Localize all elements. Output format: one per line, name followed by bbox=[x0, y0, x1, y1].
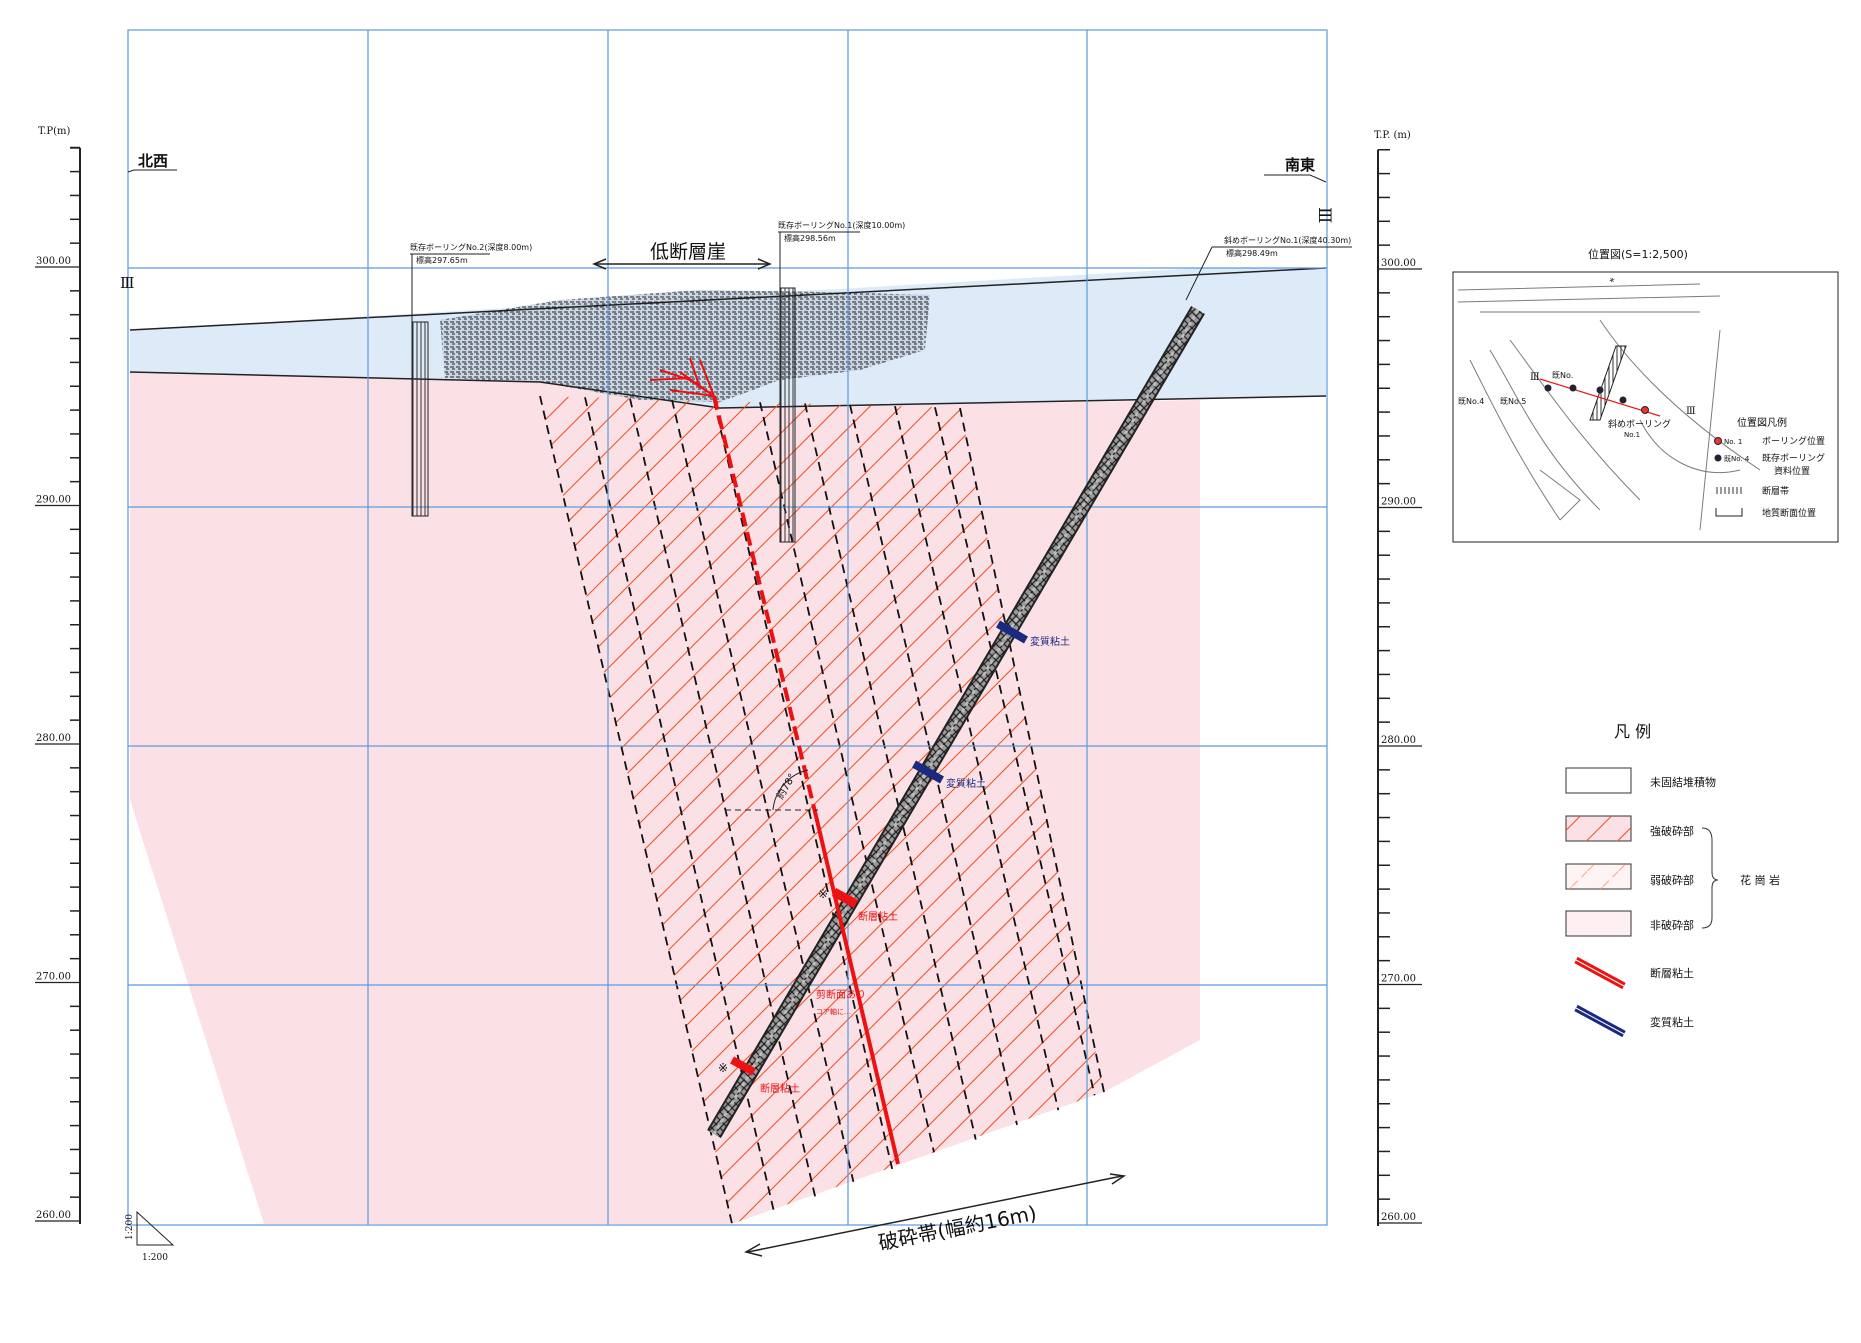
fracture-boundary-line bbox=[804, 403, 977, 1140]
fracture-zone-width-arrow bbox=[747, 1175, 1123, 1253]
svg-text:断層粘土: 断層粘土 bbox=[1650, 966, 1694, 980]
axis-tick-label: 260.00 bbox=[1381, 1212, 1416, 1223]
fault-clay-label: 断層粘土 bbox=[760, 1082, 800, 1095]
fracture-boundary-line bbox=[539, 395, 733, 1225]
fault-line-inferred bbox=[712, 395, 818, 817]
axis-tick-label: 290.00 bbox=[36, 495, 71, 506]
axis-right-unit: T.P. (m) bbox=[1374, 130, 1411, 141]
fracture-boundary-line bbox=[894, 405, 1060, 1111]
axis-tick-label: 280.00 bbox=[1381, 735, 1416, 746]
horizontal-scale: 1:200 bbox=[142, 1253, 168, 1263]
svg-text:標高298.56m: 標高298.56m bbox=[784, 233, 836, 243]
map-label-existing4: 既No.4 bbox=[1458, 397, 1484, 406]
svg-text:弱破砕部: 弱破砕部 bbox=[1650, 873, 1694, 887]
map-section-mark-b: Ⅲ bbox=[1686, 406, 1696, 417]
svg-text:既存ボーリングNo.2(深度8.00m): 既存ボーリングNo.2(深度8.00m) bbox=[410, 242, 532, 252]
asterisk-mark: ※ bbox=[718, 1061, 728, 1075]
inclined-boring-label: 斜めボーリングNo.1(深度40.30m) 標高298.49m bbox=[1185, 235, 1352, 301]
svg-text:既存ボーリング: 既存ボーリング bbox=[1762, 452, 1825, 464]
shear-plane-label: 剪断面あり bbox=[816, 988, 866, 1001]
svg-text:斜めボーリングNo.1(深度40.30m): 斜めボーリングNo.1(深度40.30m) bbox=[1224, 235, 1351, 245]
legend: 凡 例 未固結堆積物 強破砕部 弱破砕部 非破砕部 断層粘土 変質粘土 花 崗 … bbox=[1565, 722, 1780, 1038]
fracture-boundary-line bbox=[934, 407, 1096, 1096]
fracture-boundary-line bbox=[713, 400, 894, 1170]
boring-no1-label: 既存ボーリングNo.1(深度10.00m) 標高298.56m bbox=[778, 220, 905, 288]
svg-text:未固結堆積物: 未固結堆積物 bbox=[1650, 775, 1716, 789]
fracture-boundary-line bbox=[849, 404, 1018, 1126]
axis-tick-label: 290.00 bbox=[1381, 497, 1416, 508]
map-section-mark-a: Ⅲ bbox=[1530, 372, 1540, 383]
fracture-boundary-line bbox=[959, 407, 1105, 1093]
svg-text:No. 1: No. 1 bbox=[1724, 438, 1742, 446]
svg-text:変質粘土: 変質粘土 bbox=[1650, 1015, 1694, 1029]
boring-no2-column bbox=[411, 321, 429, 517]
svg-text:断層帯: 断層帯 bbox=[1762, 485, 1789, 497]
legend-swatch-unfractured bbox=[1565, 910, 1632, 937]
fault-clay-label: 断層粘土 bbox=[858, 910, 898, 923]
svg-text:強破砕部: 強破砕部 bbox=[1650, 824, 1694, 838]
axis-tick-label: 300.00 bbox=[36, 256, 71, 267]
altered-clay-label: 変質粘土 bbox=[1030, 635, 1070, 648]
fault-line bbox=[814, 815, 900, 1165]
map-label-existing: 既No. bbox=[1552, 371, 1573, 380]
boring-no1-column bbox=[779, 287, 796, 543]
asterisk-mark: ※ bbox=[818, 887, 828, 901]
svg-text:*: * bbox=[1607, 276, 1615, 288]
sediment-base-line bbox=[129, 371, 1327, 409]
elevation-axis-left: 300.00 290.00 280.00 270.00 260.00 bbox=[35, 146, 81, 1224]
altered-clay-marker bbox=[996, 620, 1028, 644]
elevation-axis-right: 300.00 290.00 280.00 270.00 260.00 bbox=[1377, 149, 1422, 1226]
svg-text:標高298.49m: 標高298.49m bbox=[1226, 248, 1278, 258]
axis-tick-label: 260.00 bbox=[36, 1210, 71, 1221]
fracture-boundary-line bbox=[629, 398, 817, 1197]
svg-text:既No. 4: 既No. 4 bbox=[1724, 455, 1750, 463]
axis-tick-label: 270.00 bbox=[36, 972, 71, 983]
direction-southeast: 南東 bbox=[1285, 156, 1315, 174]
section-mark-left: Ⅲ bbox=[120, 274, 134, 292]
axis-tick-label: 270.00 bbox=[1381, 974, 1416, 985]
map-label-incline: 斜めボーリング bbox=[1608, 418, 1671, 430]
fracture-boundary-line bbox=[671, 399, 855, 1182]
section-mark-right: Ⅲ bbox=[1314, 207, 1334, 223]
location-map: 位置図(S=1:2,500) 既No.4 既No.5 既No. Ⅲ Ⅲ 斜めボー… bbox=[1452, 247, 1839, 543]
ground-surface-line bbox=[129, 267, 1327, 331]
svg-text:資料位置: 資料位置 bbox=[1774, 465, 1810, 477]
fault-scarp-label: 低断層崖 bbox=[650, 241, 726, 263]
axis-left-unit: T.P(m) bbox=[38, 126, 70, 137]
svg-text:花 崗 岩: 花 崗 岩 bbox=[1740, 873, 1780, 887]
shear-plane-note: コア軸に… bbox=[816, 1007, 851, 1016]
vertical-scale: 1:200 bbox=[125, 1214, 135, 1240]
legend-swatch-sediment bbox=[1565, 767, 1632, 794]
map-label-existing5: 既No.5 bbox=[1500, 397, 1526, 406]
altered-clay-marker bbox=[912, 760, 944, 784]
axis-tick-label: 300.00 bbox=[1381, 258, 1416, 269]
svg-text:非破砕部: 非破砕部 bbox=[1650, 918, 1694, 932]
altered-clay-label: 変質粘土 bbox=[946, 777, 986, 790]
boring-no2-label: 既存ボーリングNo.2(深度8.00m) 標高297.65m bbox=[410, 242, 532, 322]
fault-clay-marker bbox=[730, 1056, 756, 1076]
direction-northwest: 北西 bbox=[138, 152, 168, 170]
map-label-incline-no: No.1 bbox=[1624, 431, 1640, 439]
svg-text:ボーリング位置: ボーリング位置 bbox=[1762, 435, 1825, 447]
grid bbox=[127, 29, 1328, 1226]
legend-title: 凡 例 bbox=[1614, 722, 1651, 741]
svg-text:地質断面位置: 地質断面位置 bbox=[1762, 507, 1816, 519]
axis-tick-label: 280.00 bbox=[36, 733, 71, 744]
location-legend-title: 位置図凡例 bbox=[1737, 416, 1787, 429]
fault-clay-marker bbox=[831, 888, 859, 908]
svg-text:標高297.65m: 標高297.65m bbox=[416, 255, 468, 265]
location-map-title: 位置図(S=1:2,500) bbox=[1588, 247, 1688, 261]
sediment-texture bbox=[440, 290, 930, 402]
svg-text:既存ボーリングNo.1(深度10.00m): 既存ボーリングNo.1(深度10.00m) bbox=[778, 220, 905, 230]
scale-triangle bbox=[136, 1210, 175, 1246]
